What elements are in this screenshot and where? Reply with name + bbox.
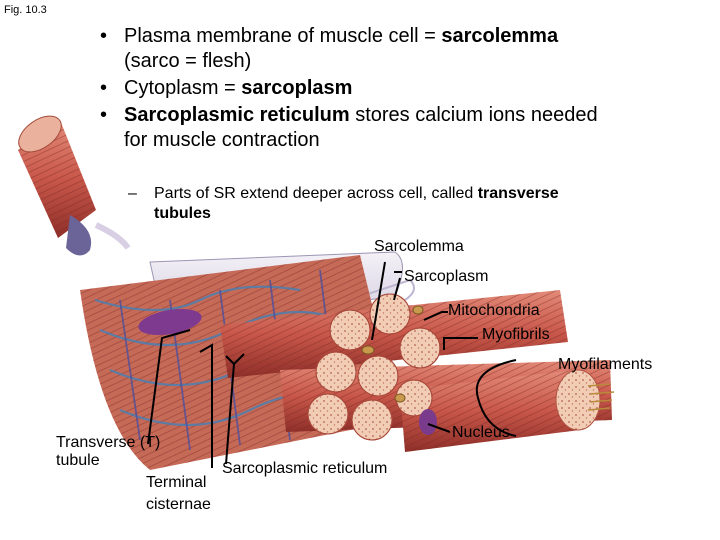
bullet-list: • Plasma membrane of muscle cell = sarco…: [100, 24, 710, 155]
label-sarcolemma: Sarcolemma: [374, 238, 464, 255]
label-transverse-tubule-line1: Transverse (T): [56, 434, 161, 451]
bullet-dot: •: [100, 25, 108, 47]
sub-bullet-transverse-tubules: – Parts of SR extend deeper across cell,…: [128, 184, 714, 224]
bullet-continuation: for muscle contraction: [124, 129, 320, 151]
mitochondria: [361, 305, 424, 403]
bullet-dot: •: [100, 77, 108, 99]
label-sarcoplasmic-reticulum: Sarcoplasmic reticulum: [222, 460, 388, 477]
myofilament-strands: [587, 383, 615, 411]
bullet-term: Sarcoplasmic reticulum: [124, 104, 350, 126]
bullet-sarcoplasm: • Cytoplasm = sarcoplasm: [100, 76, 710, 101]
label-mitochondria: Mitochondria: [448, 302, 540, 319]
bullet-term: sarcolemma: [441, 25, 559, 47]
myofibril-end-caps: [307, 293, 441, 441]
label-myofibrils: Myofibrils: [482, 326, 550, 343]
label-transverse-tubule-line2: tubule: [56, 452, 100, 469]
bullet-sarcoplasmic-reticulum: • Sarcoplasmic reticulum stores calcium …: [100, 103, 710, 153]
leader-lines: [147, 261, 517, 468]
bullet-sarcolemma: • Plasma membrane of muscle cell = sarco…: [100, 24, 710, 74]
label-sarcoplasm: Sarcoplasm: [404, 268, 489, 285]
bullet-text: Cytoplasm =: [124, 77, 242, 99]
sub-bullet-dash: –: [128, 185, 137, 202]
bullet-term: sarcoplasm: [241, 77, 353, 99]
bullet-text: stores calcium ions needed: [349, 104, 598, 126]
muscle-bundle-inset: [18, 115, 131, 256]
sub-bullet-term-continuation: tubules: [154, 205, 211, 222]
label-transverse-tubule: Transverse (T) tubule: [56, 434, 160, 470]
figure-label: Fig. 10.3: [4, 4, 47, 16]
myofibril-extended: [400, 369, 601, 452]
label-terminal-line2: cisternae: [146, 496, 211, 513]
label-terminal-cisternae: Terminal cisternae: [146, 472, 211, 516]
sub-bullet-term: transverse: [477, 185, 559, 202]
bullet-dot: •: [100, 104, 108, 126]
label-nucleus: Nucleus: [452, 424, 510, 441]
bullet-text: Plasma membrane of muscle cell =: [124, 25, 442, 47]
label-myofilaments: Myofilaments: [558, 356, 653, 373]
label-terminal-line1: Terminal: [146, 474, 207, 491]
nucleus-shape: [419, 409, 437, 435]
bullet-continuation: (sarco = flesh): [124, 50, 252, 72]
sub-bullet-text: Parts of SR extend deeper across cell, c…: [154, 185, 478, 202]
